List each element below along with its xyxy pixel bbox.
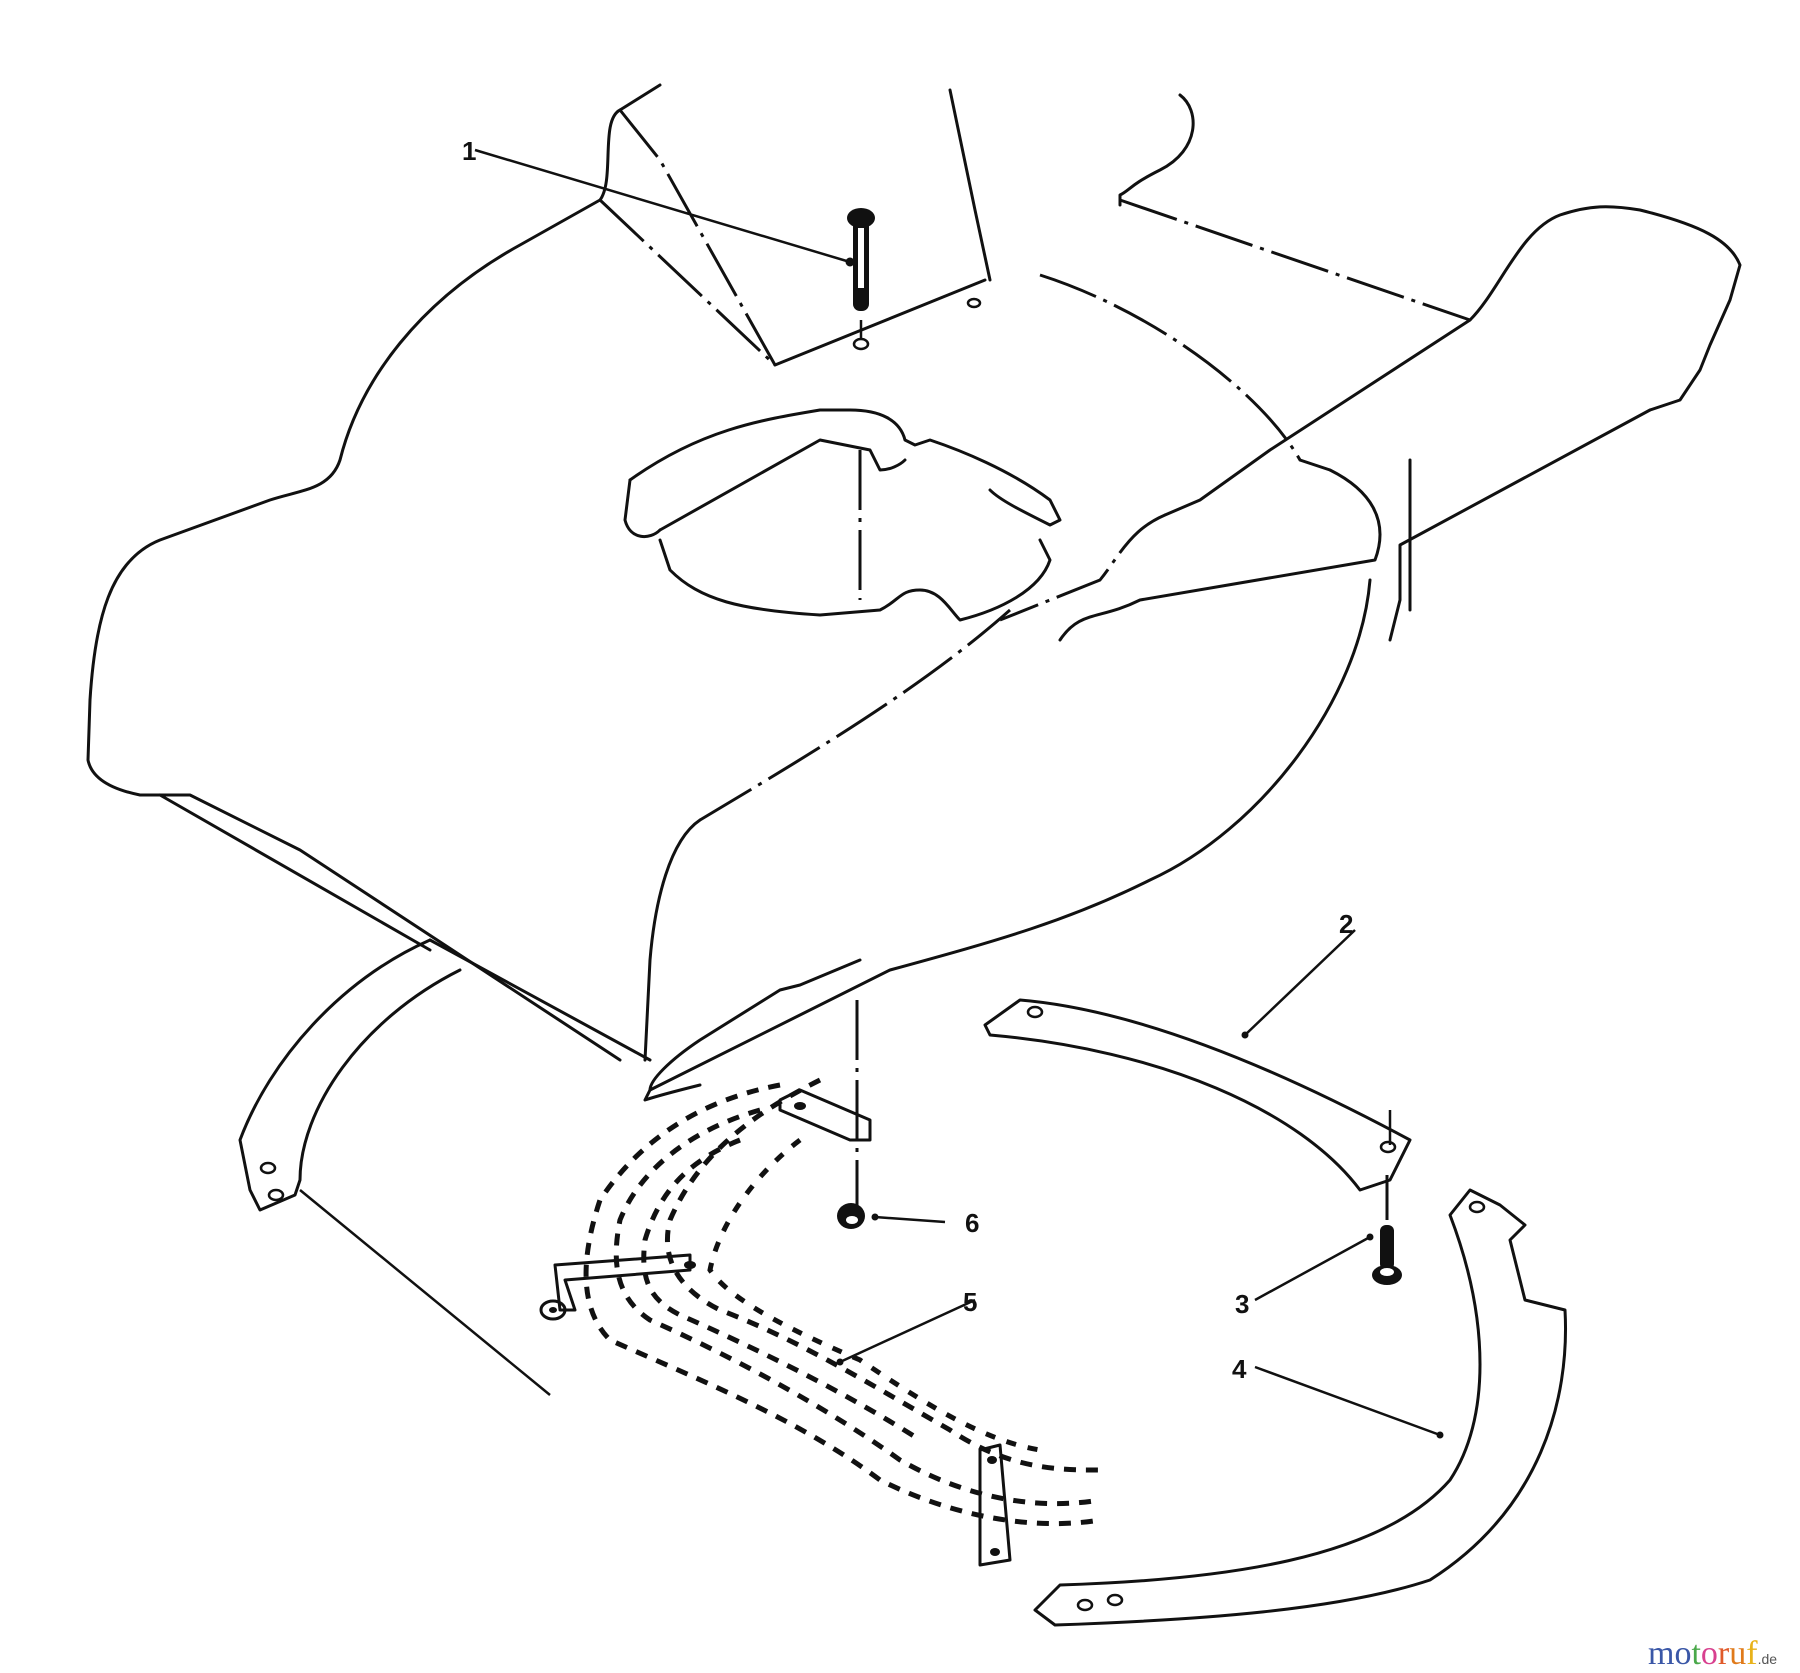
watermark-letter: o <box>1700 1635 1718 1672</box>
part-3-screw <box>1254 1225 1402 1302</box>
watermark-letter: f <box>1746 1635 1758 1672</box>
watermark-letter: r <box>1717 1635 1730 1672</box>
callout-5: 5 <box>963 1287 978 1317</box>
part-1-bolt <box>474 148 982 351</box>
deck-opening <box>623 408 1062 622</box>
watermark-letter: m <box>1648 1635 1675 1672</box>
part-5-mesh <box>539 1077 1101 1567</box>
callout-2: 2 <box>1339 909 1354 939</box>
watermark-letter: o <box>1674 1635 1692 1672</box>
callout-3: 3 <box>1235 1289 1250 1319</box>
callout-4: 4 <box>1232 1354 1247 1384</box>
part-6-nut <box>837 1000 946 1229</box>
watermark-letter: u <box>1729 1635 1747 1672</box>
callout-1: 1 <box>462 136 477 166</box>
watermark-logo: motoruf.de <box>1648 1635 1777 1673</box>
part-2-strip <box>983 929 1412 1220</box>
side-strip <box>238 938 551 1396</box>
mower-deck <box>86 83 1742 1102</box>
callout-6: 6 <box>965 1208 980 1238</box>
watermark-suffix: .de <box>1757 1651 1778 1667</box>
part-4-strip <box>1033 1188 1567 1627</box>
watermark-letter: t <box>1691 1635 1701 1672</box>
